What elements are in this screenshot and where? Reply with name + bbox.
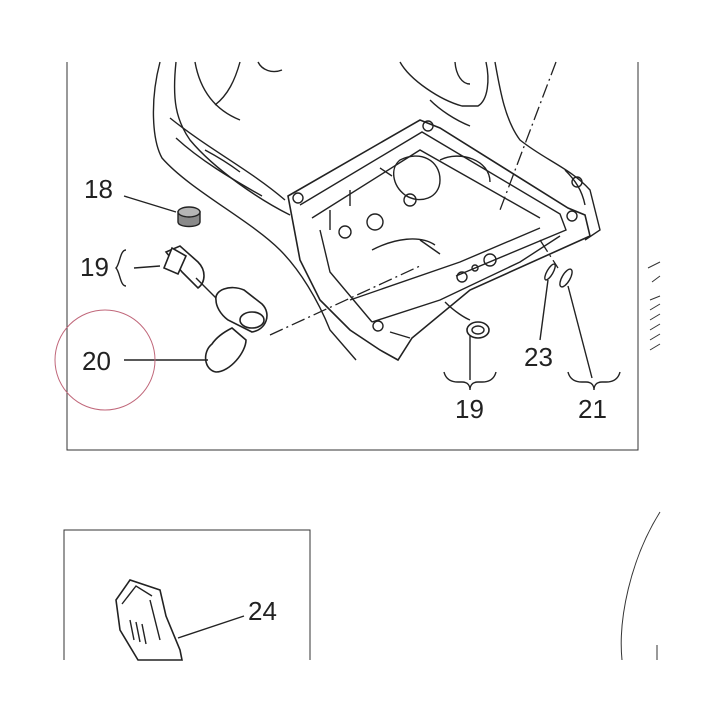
part-18-grommet — [123, 195, 201, 228]
part-19-seal-ring — [443, 321, 497, 391]
callout-24: 24 — [248, 596, 277, 626]
upper-panel-frame — [66, 62, 639, 451]
highlight-circle — [54, 309, 156, 411]
part-20-cap — [124, 286, 268, 373]
callout-23: 23 — [524, 342, 553, 372]
frame-arm — [152, 61, 357, 361]
part-19-plug — [115, 245, 217, 299]
tray-housing — [287, 119, 591, 362]
callout-20: 20 — [82, 346, 111, 376]
callout-19-bottom: 19 — [455, 394, 484, 424]
lower-panel-frame — [63, 529, 311, 660]
callout-21: 21 — [578, 394, 607, 424]
upper-structure — [399, 61, 601, 241]
adjacent-figure-fragment — [620, 261, 661, 661]
callout-18: 18 — [84, 174, 113, 204]
part-23-21-rings — [539, 263, 621, 391]
part-24-bracket — [115, 579, 245, 661]
callout-19-left: 19 — [80, 252, 109, 282]
assembly-line — [269, 61, 559, 336]
